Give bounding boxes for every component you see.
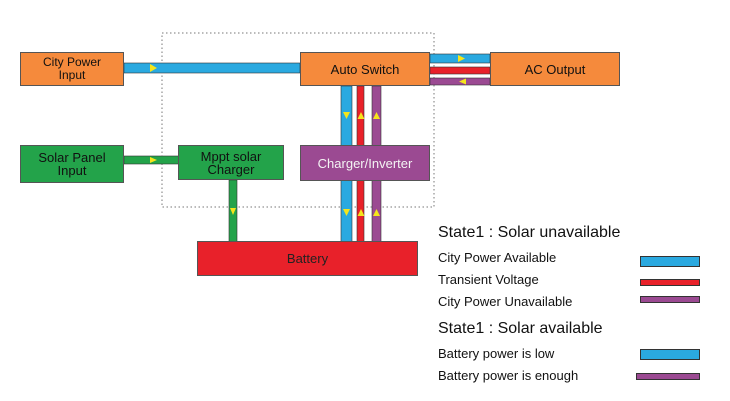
city-power-input-label: City Power Input xyxy=(42,55,101,82)
arrow-marker xyxy=(373,209,380,216)
city-power-input-box: City Power Input xyxy=(20,52,124,86)
charger-inverter-label: Charger/Inverter xyxy=(317,155,413,171)
legend-state1-title: State1 : Solar unavailable xyxy=(438,224,621,241)
legend-item-city-power-available: City Power Available xyxy=(438,250,557,265)
legend-swatch-blue xyxy=(640,256,700,267)
mppt-solar-charger-box: Mppt solar Charger xyxy=(178,145,284,180)
mppt-solar-charger-label: Mppt solar Charger xyxy=(200,148,262,177)
ac-line-red xyxy=(429,66,491,75)
charger-inverter-box: Charger/Inverter xyxy=(300,145,430,181)
legend-item-city-power-unavailable: City Power Unavailable xyxy=(438,294,573,309)
legend-swatch-blue-2 xyxy=(640,349,700,360)
ac-output-label: AC Output xyxy=(524,61,586,77)
dotted-enclosure xyxy=(161,32,435,208)
auto-switch-label: Auto Switch xyxy=(330,61,400,77)
arrow-marker xyxy=(458,55,465,62)
battery-label: Battery xyxy=(286,251,329,266)
arrow-marker xyxy=(230,208,236,215)
solar-panel-input-box: Solar Panel Input xyxy=(20,145,124,183)
solar-panel-input-label: Solar Panel Input xyxy=(38,150,106,178)
arrow-marker xyxy=(373,112,380,119)
arrow-marker xyxy=(343,209,350,216)
arrow-marker xyxy=(150,64,157,72)
auto-switch-box: Auto Switch xyxy=(300,52,430,86)
arrow-marker xyxy=(150,157,157,163)
legend-item-battery-enough: Battery power is enough xyxy=(438,368,579,383)
legend-swatch-purple-2 xyxy=(636,373,700,380)
legend-item-transient-voltage: Transient Voltage xyxy=(438,272,539,287)
arrow-marker xyxy=(357,112,365,119)
legend-swatch-red xyxy=(640,279,700,286)
arrow-marker xyxy=(459,78,466,85)
battery-box: Battery xyxy=(197,241,418,276)
legend-state2-title: State1 : Solar available xyxy=(438,320,603,337)
legend-item-battery-low: Battery power is low xyxy=(438,346,555,361)
arrow-marker xyxy=(357,209,365,216)
legend-swatch-purple xyxy=(640,296,700,303)
arrow-marker xyxy=(343,112,350,119)
ac-output-box: AC Output xyxy=(490,52,620,86)
